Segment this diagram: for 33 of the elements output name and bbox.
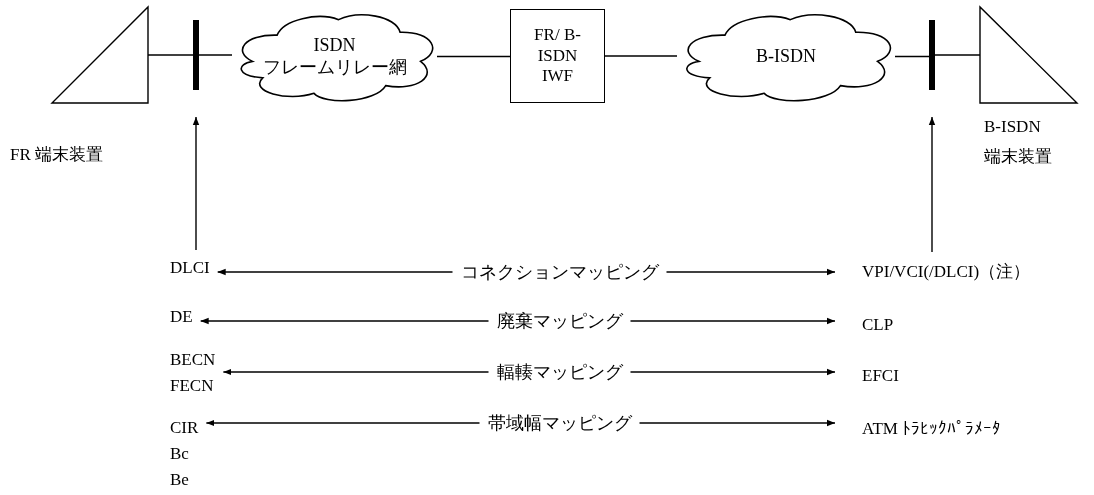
mapping-label: コネクションマッピング bbox=[460, 258, 659, 286]
arrow bbox=[629, 368, 836, 376]
mapping-label: 帯域幅マッピング bbox=[487, 409, 632, 437]
parameter-label: CIR Bc Be bbox=[170, 415, 199, 493]
connector-line bbox=[894, 55, 930, 58]
connector-line bbox=[436, 55, 511, 58]
node-label: ISDN フレームリレー網 bbox=[261, 34, 408, 79]
arrow bbox=[222, 368, 490, 376]
arrow bbox=[199, 317, 490, 325]
arrow bbox=[665, 268, 836, 276]
arrow bbox=[205, 419, 481, 427]
parameter-label: ATM ﾄﾗﾋｯｸﾊﾟﾗﾒｰﾀ bbox=[835, 416, 1085, 442]
node-label: B-ISDN bbox=[756, 45, 816, 68]
mapping-label: 輻輳マッピング bbox=[496, 358, 623, 386]
node-caption: B-ISDN 端末装置 bbox=[984, 116, 1053, 168]
mapping-label: 廃棄マッピング bbox=[496, 307, 623, 335]
node-label: FR/ B-ISDN IWF bbox=[533, 25, 582, 87]
parameter-label: EFCI bbox=[835, 363, 1035, 389]
arrow bbox=[192, 116, 200, 251]
connector-line bbox=[147, 54, 194, 56]
node-caption: FR 端末装置 bbox=[10, 144, 105, 166]
connector-line bbox=[934, 54, 981, 56]
connector-line bbox=[604, 55, 678, 57]
connector-line bbox=[198, 54, 233, 56]
arrow bbox=[928, 116, 936, 253]
arrow bbox=[216, 268, 454, 276]
parameter-label: DE bbox=[170, 304, 193, 330]
arrow bbox=[638, 419, 836, 427]
parameter-label: DLCI bbox=[170, 256, 210, 280]
parameter-label: BECN FECN bbox=[170, 347, 216, 399]
parameter-label: CLP bbox=[835, 312, 1035, 338]
parameter-label: VPI/VCI(/DLCI)（注） bbox=[835, 258, 1090, 286]
arrow bbox=[629, 317, 836, 325]
